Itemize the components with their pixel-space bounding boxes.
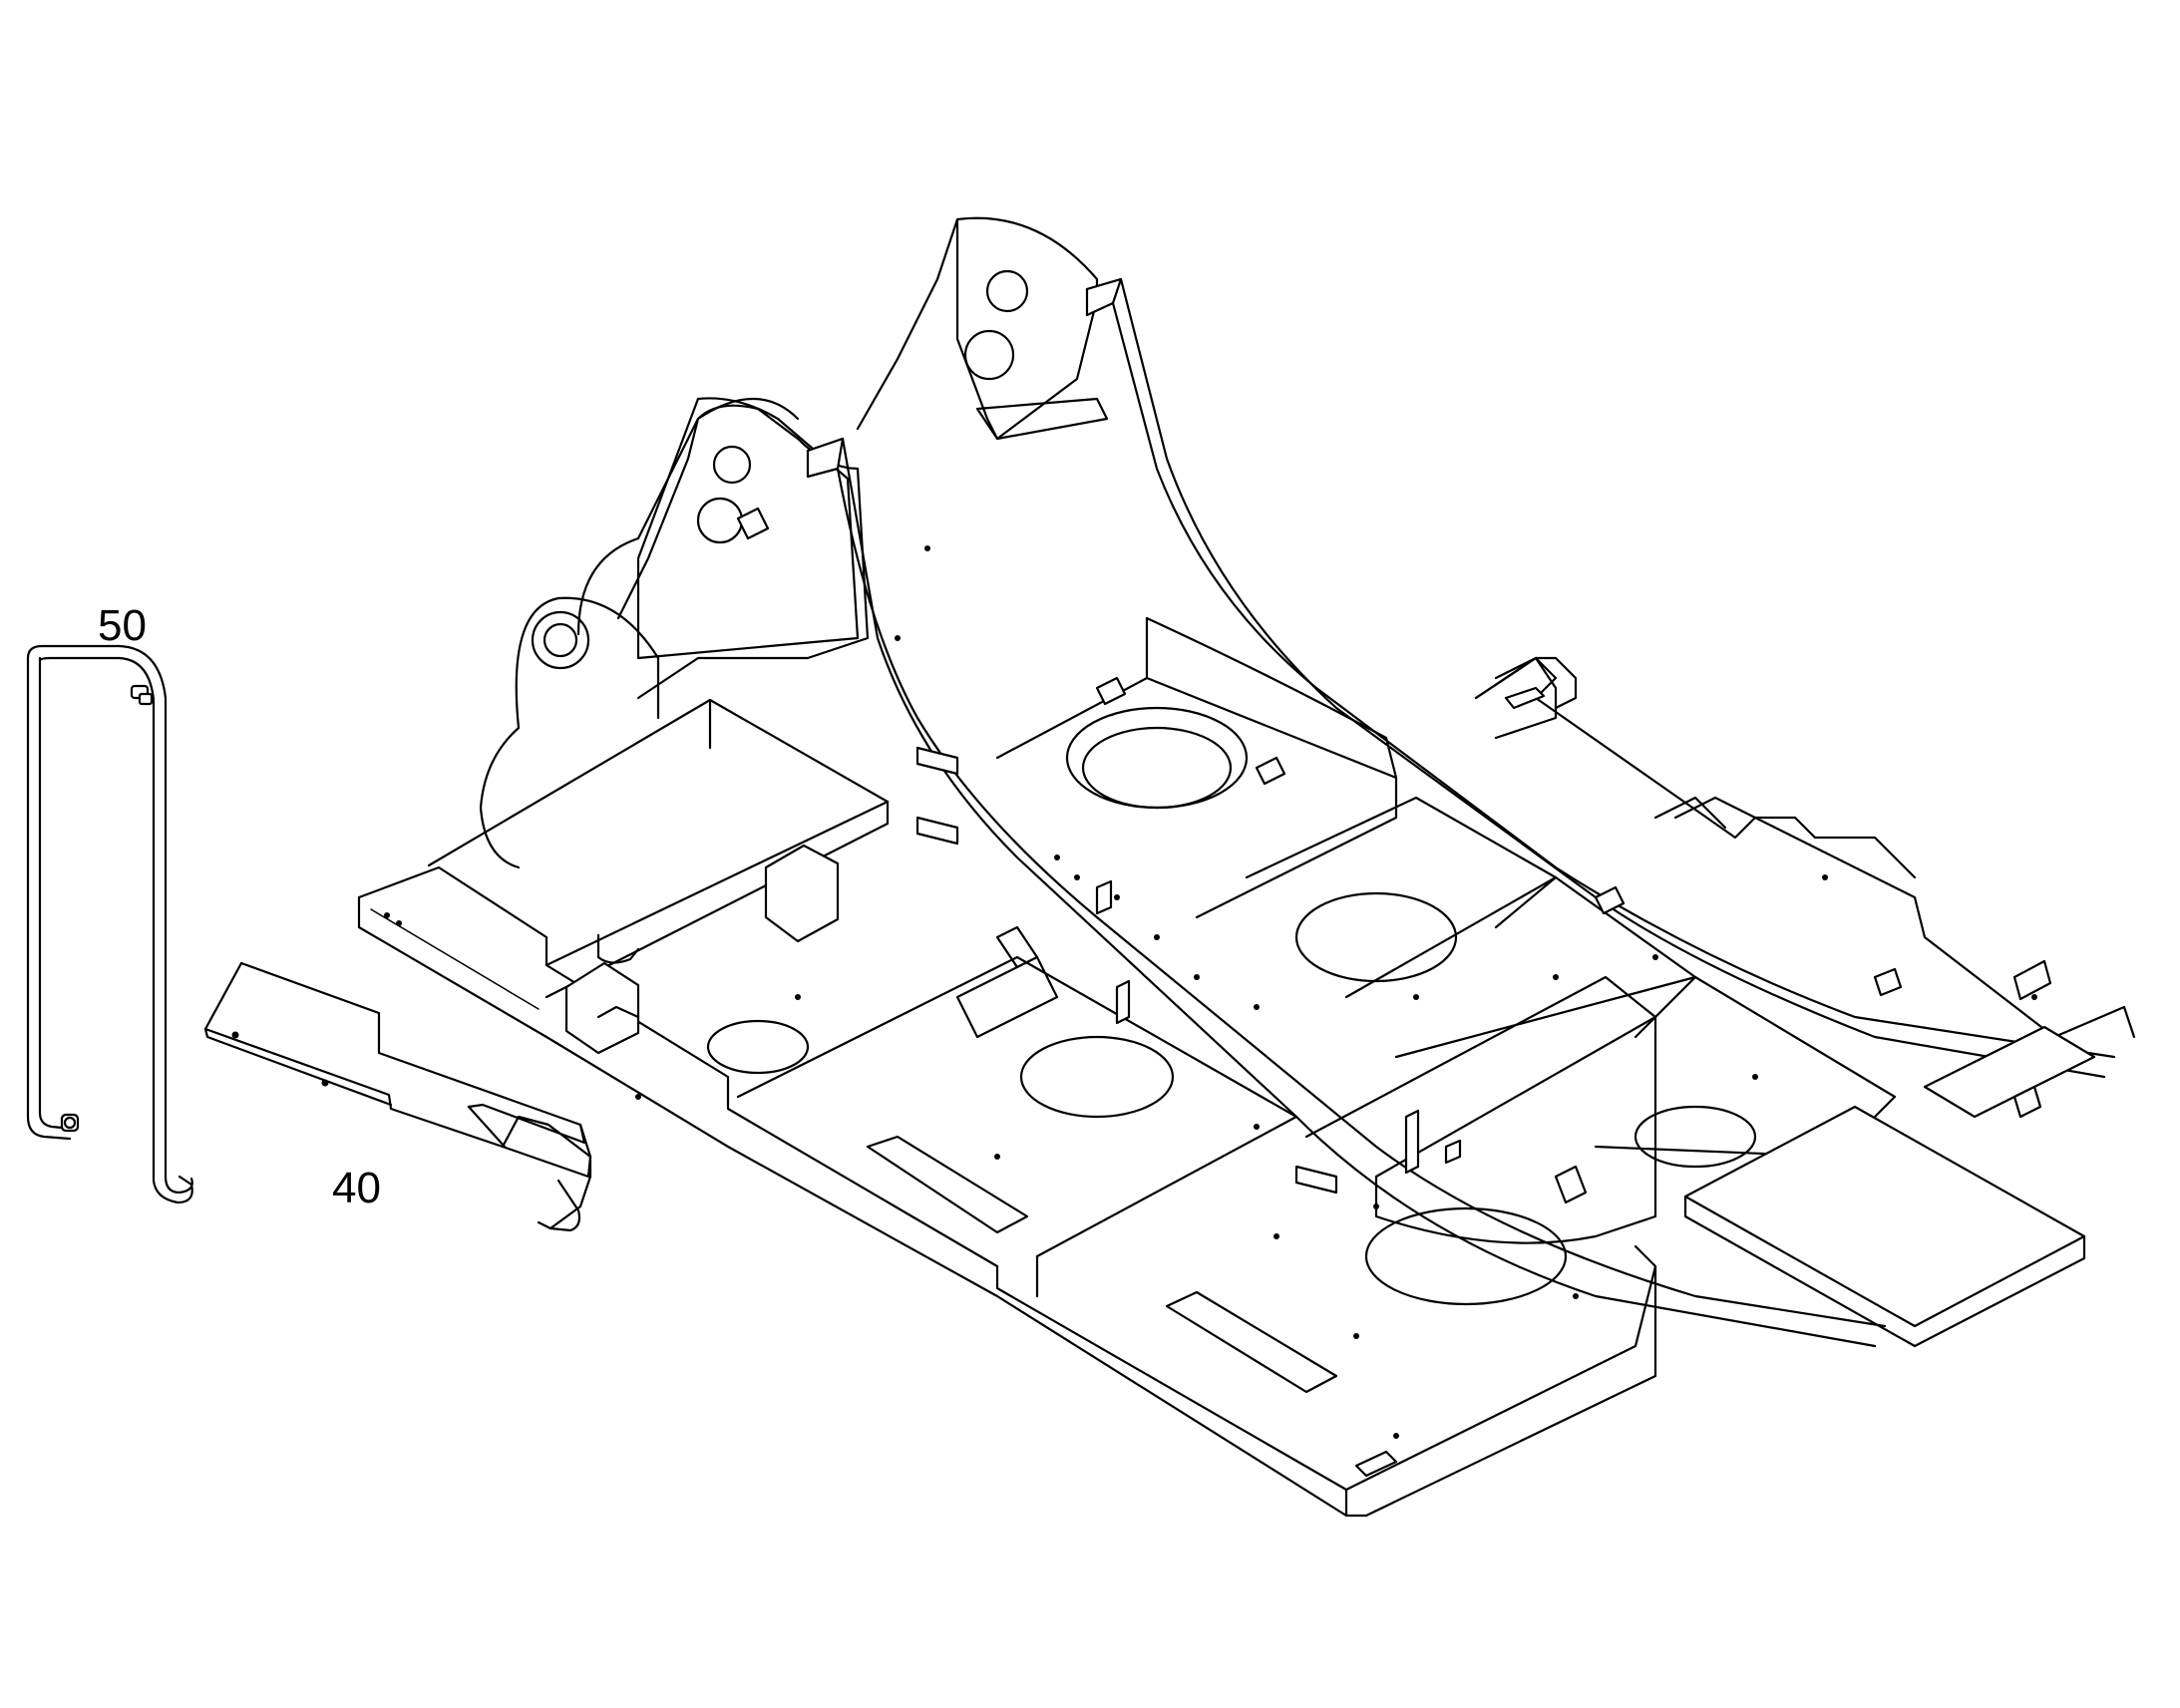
- part-50-handrail[interactable]: [26, 644, 193, 1204]
- part-40-bracket[interactable]: [203, 961, 592, 1232]
- callout-label-part-40: 40: [332, 1164, 381, 1212]
- main-frame-assembly: [357, 216, 2136, 1518]
- callout-label-part-50: 50: [98, 601, 147, 650]
